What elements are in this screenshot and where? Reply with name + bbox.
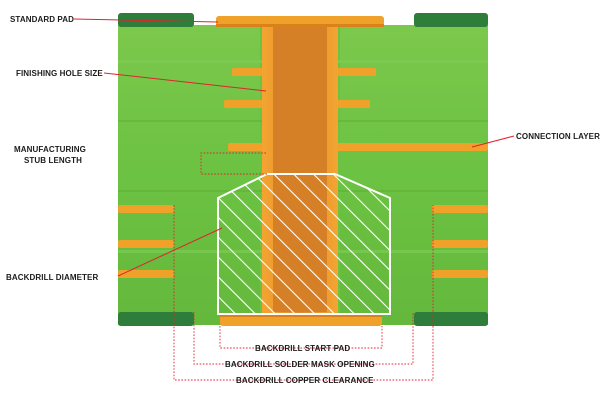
copper-layer: [118, 240, 174, 248]
backdrill-start-pad-shade: [220, 314, 382, 317]
copper-layer: [118, 270, 174, 278]
backdrill-region: [217, 173, 391, 315]
label-stub-length: STUB LENGTH: [24, 156, 82, 165]
label-manufacturing: MANUFACTURING: [14, 145, 86, 154]
leader-backdrill-diameter: [117, 227, 223, 277]
solder-mask-top-right: [414, 13, 488, 27]
copper-layer: [432, 240, 488, 248]
copper-layer: [432, 205, 488, 213]
copper-layer: [232, 68, 268, 76]
label-backdrill-copper-clearance: BACKDRILL COPPER CLEARANCE: [236, 376, 374, 385]
leader-standard-pad: [73, 18, 219, 23]
label-connection-layer: CONNECTION LAYER: [516, 132, 600, 141]
label-standard-pad: STANDARD PAD: [10, 15, 74, 24]
label-backdrill-solder-mask-opening: BACKDRILL SOLDER MASK OPENING: [225, 360, 375, 369]
start-pad-line: [219, 326, 383, 349]
standard-pad: [216, 16, 384, 26]
copper-layer: [228, 143, 268, 151]
label-backdrill-diameter: BACKDRILL DIAMETER: [6, 273, 98, 282]
stub-length-bracket: [200, 152, 267, 175]
label-finishing-hole-size: FINISHING HOLE SIZE: [16, 69, 103, 78]
copper-layer: [334, 68, 376, 76]
connection-layer-trace: [334, 143, 488, 151]
leader-connection-layer: [471, 135, 515, 148]
standard-pad-shade: [216, 24, 384, 27]
solder-mask-bottom-right: [414, 312, 488, 326]
copper-clearance-line: [173, 205, 434, 381]
label-backdrill-start-pad: BACKDRILL START PAD: [255, 344, 350, 353]
solder-mask-bottom-left: [118, 312, 194, 326]
solder-mask-opening-line: [193, 312, 414, 365]
copper-layer: [334, 100, 370, 108]
copper-layer: [118, 205, 174, 213]
leader-finishing-hole: [103, 72, 267, 92]
solder-mask-top-left: [118, 13, 194, 27]
copper-layer: [432, 270, 488, 278]
copper-layer: [224, 100, 268, 108]
